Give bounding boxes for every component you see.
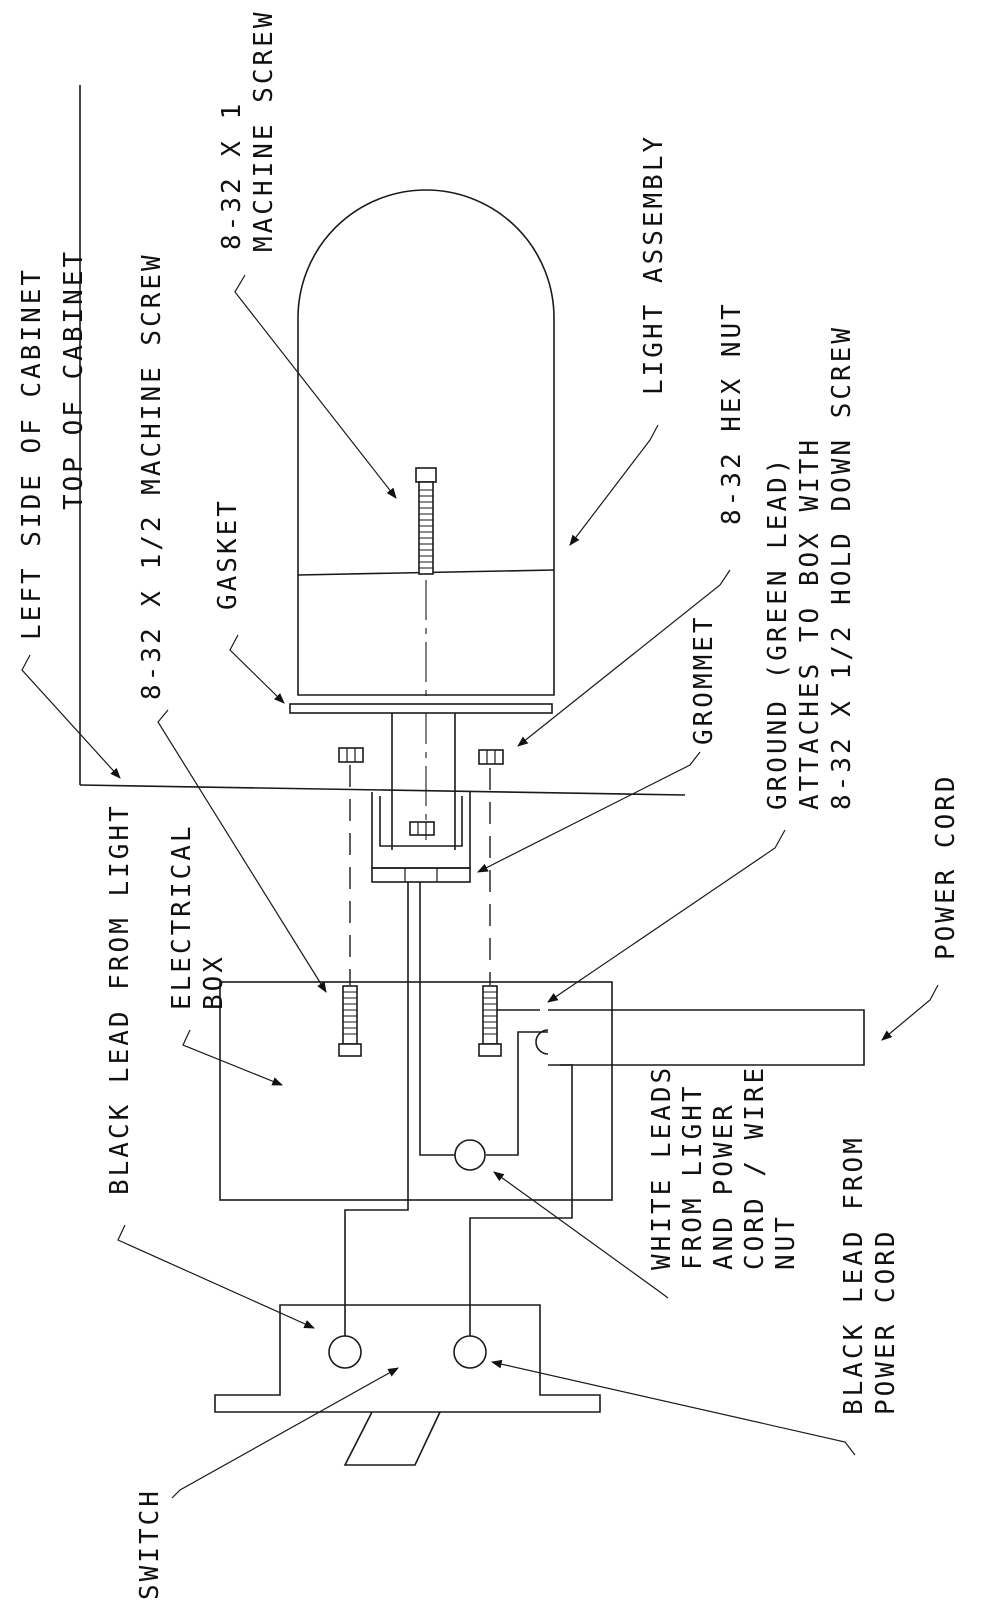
box-screw-right — [478, 985, 502, 1057]
label-white-3: AND POWER — [709, 1102, 739, 1270]
leader-lines — [21, 274, 939, 1499]
leader-power-cord — [881, 984, 939, 1041]
label-white-2: FROM LIGHT — [678, 1083, 708, 1270]
label-screw-one-2: MACHINE SCREW — [249, 10, 279, 253]
power-cord — [535, 1009, 865, 1066]
label-white-1: WHITE LEADS — [647, 1065, 677, 1270]
wires — [344, 882, 573, 1338]
leader-left-side — [21, 654, 121, 779]
label-ground-1: GROUND (GREEN LEAD) — [763, 456, 793, 810]
label-ground-3: 8-32 X 1/2 HOLD DOWN SCREW — [827, 325, 857, 810]
label-grommet: GROMMET — [689, 614, 719, 745]
light-stem — [391, 713, 456, 850]
leader-ground — [547, 829, 786, 1003]
label-elec-box-1: ELECTRICAL — [167, 823, 197, 1010]
label-top-cabinet: TOP OF CABINET — [59, 249, 89, 510]
label-power-cord: POWER CORD — [931, 773, 961, 960]
leader-black-power — [490, 1359, 856, 1456]
leader-screw-one — [234, 274, 397, 499]
label-hex-nut: 8-32 HEX NUT — [717, 301, 747, 525]
machine-screw-1in — [415, 467, 437, 575]
leader-hex-nut — [517, 569, 731, 747]
leader-light-assembly — [569, 424, 659, 546]
grommet — [371, 792, 471, 883]
label-black-power-1: BLACK LEAD FROM — [839, 1135, 869, 1415]
label-screw-half: 8-32 X 1/2 MACHINE SCREW — [137, 252, 167, 700]
hex-nut-center — [409, 821, 435, 836]
label-gasket: GASKET — [213, 498, 243, 610]
label-elec-box-2: BOX — [199, 954, 229, 1010]
cabinet-outline — [79, 85, 686, 796]
hex-nut-right — [478, 749, 504, 765]
leader-switch — [171, 1367, 399, 1499]
label-switch: SWITCH — [135, 1488, 165, 1600]
label-black-light: BLACK LEAD FROM LIGHT — [105, 803, 135, 1195]
box-screw-left — [338, 985, 362, 1057]
label-light-assembly: LIGHT ASSEMBLY — [639, 134, 669, 395]
label-left-side: LEFT SIDE OF CABINET — [17, 267, 47, 640]
leader-white — [493, 1171, 669, 1299]
switch — [214, 1304, 601, 1466]
leader-grommet — [477, 751, 701, 873]
hex-nut-left — [338, 747, 364, 763]
leader-screw-half — [157, 709, 327, 993]
electrical-box — [219, 981, 613, 1201]
label-black-power-2: POWER CORD — [871, 1228, 901, 1415]
leader-gasket — [229, 634, 285, 704]
label-white-4: CORD / WIRE — [740, 1065, 770, 1270]
labels: LEFT SIDE OF CABINET TOP OF CABINET 8-32… — [17, 10, 961, 1601]
gasket — [289, 703, 553, 714]
leader-elec-box — [182, 1029, 284, 1086]
label-screw-one-1: 8-32 X 1 — [217, 101, 247, 250]
leader-black-light — [117, 1224, 315, 1329]
label-ground-2: ATTACHES TO BOX WITH — [795, 437, 825, 810]
wire-nut — [454, 1139, 486, 1171]
label-white-5: NUT — [771, 1214, 801, 1270]
